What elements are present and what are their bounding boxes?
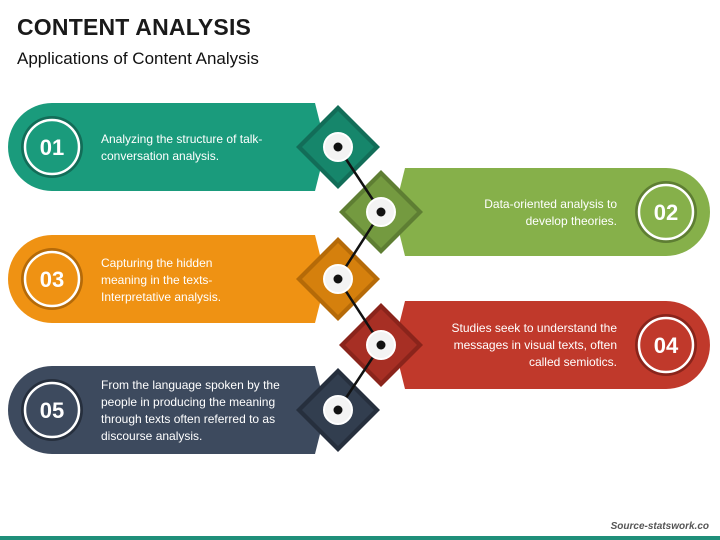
step-1-number-circle xyxy=(23,118,81,176)
step-3-number: 03 xyxy=(40,267,64,292)
step-5-banner xyxy=(8,366,320,454)
step-1-text: Analyzing the structure of talk- convers… xyxy=(101,132,263,163)
bottom-accent-bar xyxy=(0,536,720,540)
step-5-text: From the language spoken by the people i… xyxy=(101,378,280,443)
step-1-banner xyxy=(8,103,321,191)
page-title: CONTENT ANALYSIS xyxy=(17,14,252,40)
step-2-banner xyxy=(400,168,710,256)
step-3-node-dot xyxy=(333,274,343,284)
step-2-number-circle xyxy=(637,183,695,241)
step-5-number-circle xyxy=(23,381,81,439)
step-4-node-dot xyxy=(376,340,386,350)
step-2-text: Data-oriented analysis to develop theori… xyxy=(484,197,617,228)
step-2-number: 02 xyxy=(654,200,678,225)
step-4-number-circle xyxy=(637,316,695,374)
page-subtitle: Applications of Content Analysis xyxy=(17,49,259,68)
source-credit: Source-statswork.co xyxy=(610,521,709,532)
step-3-number-circle xyxy=(23,250,81,308)
step-3-text: Capturing the hidden meaning in the text… xyxy=(101,256,222,304)
step-3-banner xyxy=(8,235,320,323)
step-1-node-dot xyxy=(333,142,343,152)
step-4-banner xyxy=(400,301,710,389)
step-5-node-dot xyxy=(333,405,343,415)
step-1-number: 01 xyxy=(40,135,64,160)
step-2-node-dot xyxy=(376,207,386,217)
step-5-number: 05 xyxy=(40,398,64,423)
step-4-number: 04 xyxy=(654,333,679,358)
step-4-text: Studies seek to understand the messages … xyxy=(451,321,617,369)
